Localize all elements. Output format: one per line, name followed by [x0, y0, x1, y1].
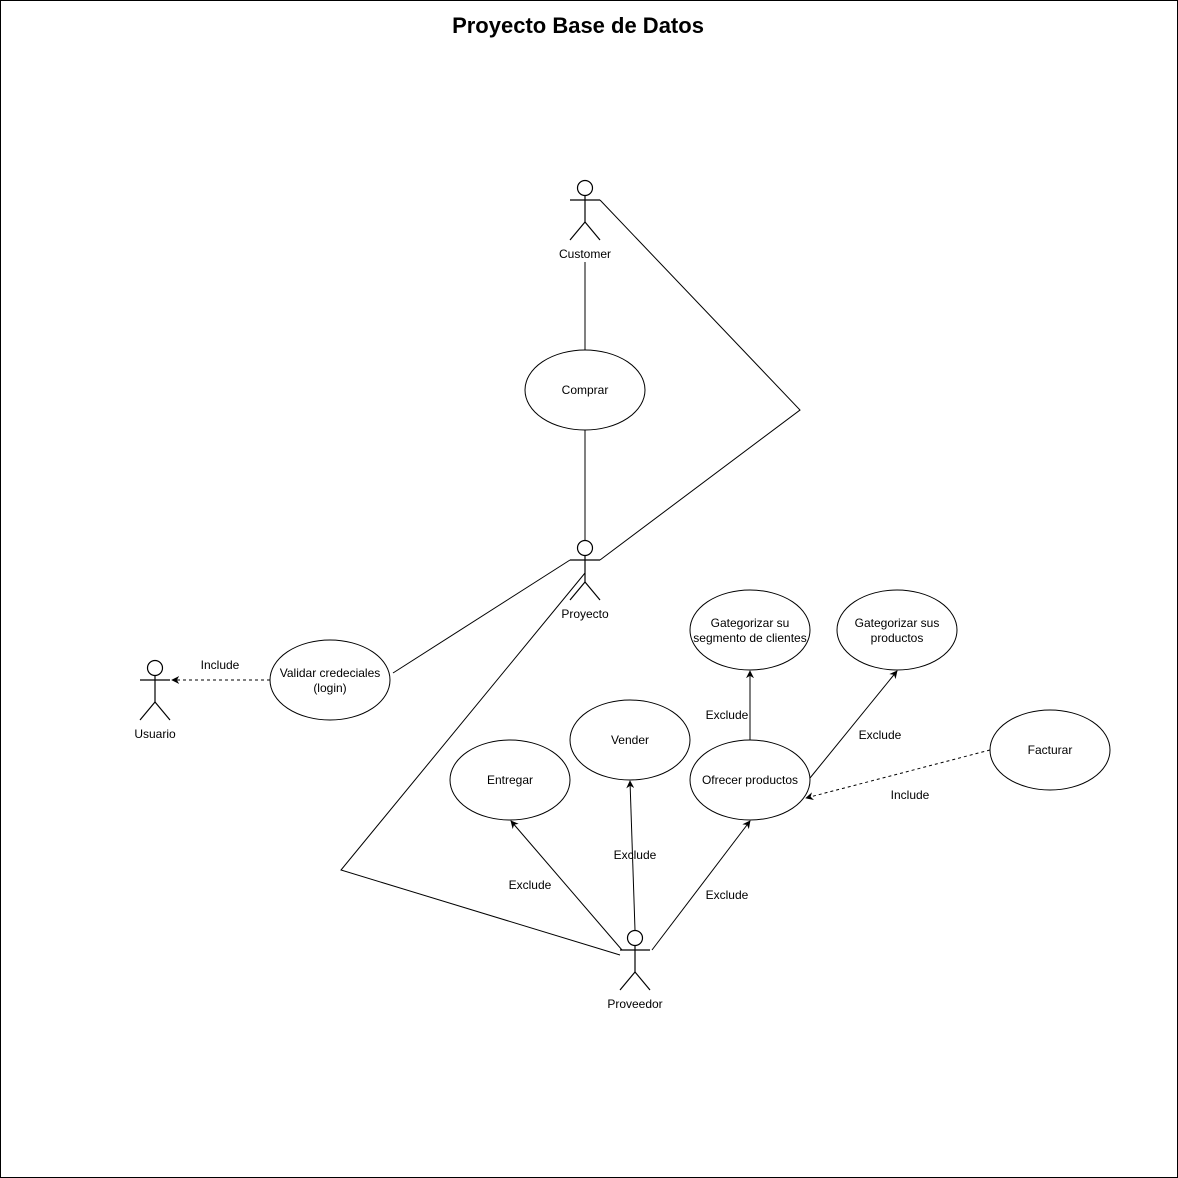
exclude-ofrecer-arrow [651, 820, 751, 951]
use-case-vender-label: Vender [611, 733, 649, 747]
actor-customer[interactable]: Customer [559, 179, 611, 262]
actor-customer-label: Customer [559, 247, 611, 261]
use-case-comprar[interactable]: Comprar [524, 349, 646, 431]
diagram-title: Proyecto Base de Datos [452, 13, 704, 38]
actor-proveedor-label: Proveedor [607, 997, 662, 1011]
include-validar-label: Include [201, 658, 240, 672]
include-facturar-arrow [805, 749, 991, 801]
stick-figure-icon [619, 929, 651, 991]
actor-usuario[interactable]: Usuario [134, 659, 176, 742]
exclude-entregar-arrow [510, 820, 623, 951]
use-case-ofrecer-productos[interactable]: Ofrecer productos [689, 739, 811, 821]
use-case-facturar-label: Facturar [1028, 743, 1073, 757]
customer-proyecto-line [599, 199, 801, 561]
use-case-entregar[interactable]: Entregar [449, 739, 571, 821]
use-case-gategorizar-productos[interactable]: Gategorizar sus productos [836, 589, 958, 671]
actor-proveedor[interactable]: Proveedor [607, 929, 663, 1012]
proyecto-proveedor-line [340, 572, 621, 956]
exclude-entregar-label: Exclude [509, 878, 552, 892]
use-case-gategorizar-segmento[interactable]: Gategorizar su segmento de clientes [689, 589, 811, 671]
include-facturar-label: Include [891, 788, 930, 802]
use-case-productos-label-1: Gategorizar sus [855, 616, 940, 630]
use-case-validar-label-1: Validar credeciales [280, 666, 381, 680]
stick-figure-icon [139, 659, 171, 721]
use-case-validar-label-2: (login) [313, 681, 346, 695]
actor-proyecto-label: Proyecto [561, 607, 609, 621]
use-case-comprar-label: Comprar [562, 383, 609, 397]
use-case-facturar[interactable]: Facturar [989, 709, 1111, 791]
exclude-segmento-label: Exclude [706, 708, 749, 722]
use-case-ofrecer-label: Ofrecer productos [702, 773, 798, 787]
use-case-vender[interactable]: Vender [569, 699, 691, 781]
proyecto-validar-line [392, 559, 571, 674]
exclude-productos-arrow [809, 670, 898, 779]
actor-usuario-label: Usuario [134, 727, 176, 741]
exclude-vender-arrow [626, 780, 636, 931]
actor-proyecto[interactable]: Proyecto [561, 539, 609, 622]
exclude-vender-label: Exclude [614, 848, 657, 862]
stick-figure-icon [569, 179, 601, 241]
relations: Include Exclude Exclude Include Exclude … [171, 658, 991, 951]
use-case-segmento-label-2: segmento de clientes [693, 631, 806, 645]
use-case-segmento-label-1: Gategorizar su [711, 616, 790, 630]
associations [340, 199, 801, 956]
use-case-entregar-label: Entregar [487, 773, 533, 787]
stick-figure-icon [569, 539, 601, 601]
use-case-validar-credenciales[interactable]: Validar credeciales (login) [269, 639, 391, 721]
exclude-productos-label: Exclude [859, 728, 902, 742]
exclude-ofrecer-label: Exclude [706, 888, 749, 902]
use-case-productos-label-2: productos [871, 631, 924, 645]
